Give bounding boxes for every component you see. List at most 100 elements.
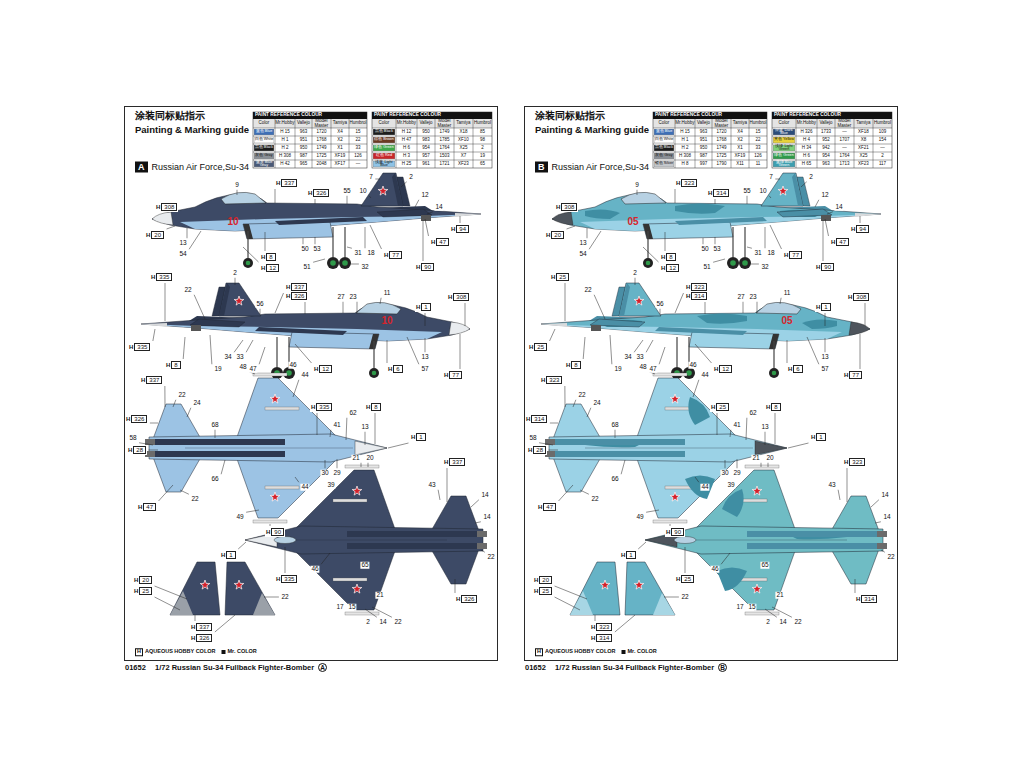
paint-number: 323 — [691, 283, 707, 292]
leader-line — [646, 510, 659, 512]
section-header: ARussian Air Force,Su-34 — [135, 162, 249, 173]
guide-sheet: 涂装同标贴指示Painting & Marking guidePAINT REF… — [525, 107, 897, 660]
paint-number: 1 — [626, 551, 635, 560]
color-name: 蓝绿 Blue Green — [773, 161, 796, 168]
table-title: PAINT REFERENCE COLOUR — [655, 112, 767, 119]
paint-number: 314 — [861, 595, 877, 604]
paint-brand: H — [534, 588, 538, 594]
leader-line — [550, 329, 555, 341]
column-header: Mr.Hobby — [275, 119, 295, 128]
callout-number: 12 — [820, 192, 829, 199]
paint-code: 154 — [873, 136, 892, 144]
leader-line — [725, 460, 726, 468]
paint-number: 90 — [821, 263, 834, 272]
paint-callout: H337 — [190, 623, 213, 632]
callout-number: 57 — [820, 366, 829, 373]
canopy — [674, 537, 696, 544]
leader-line — [621, 460, 625, 474]
legend-key: H — [535, 648, 543, 656]
callout-number: 22 — [183, 287, 192, 294]
paint-code: H 25 — [396, 160, 417, 168]
color-name: 蓝色 Blue — [256, 130, 273, 133]
callout-number: 14 — [778, 619, 787, 626]
paint-brand: H — [851, 226, 855, 232]
leader-line — [150, 423, 158, 424]
table-rule — [275, 119, 276, 168]
paint-code: 11 — [749, 160, 767, 168]
paint-code: H 2 — [675, 144, 695, 152]
leader-line — [871, 500, 879, 507]
paint-callout: H20 — [145, 231, 165, 240]
fin-views — [170, 562, 275, 615]
paint-code: 942 — [817, 144, 835, 152]
callout-number: 49 — [235, 514, 244, 521]
leader-line — [860, 216, 861, 223]
table-frame — [253, 112, 367, 168]
callout-number: 30 — [320, 470, 329, 477]
scheme-b-colours — [541, 173, 887, 615]
left-side-view — [152, 173, 481, 269]
paint-callout: H323 — [685, 283, 708, 292]
sheet-title: 涂装同标贴指示 — [535, 111, 605, 121]
leader-line — [343, 302, 344, 313]
paint-code: H 308 — [675, 152, 695, 160]
paint-brand: H — [308, 190, 312, 196]
callout-number: 22 — [590, 496, 599, 503]
column-header: Mr.Hobby — [796, 119, 817, 128]
paint-callout: H90 — [665, 528, 685, 537]
leader-line — [221, 460, 225, 474]
leader-line — [380, 298, 381, 304]
callout-number: 68 — [610, 422, 619, 429]
paint-code: XF19 — [331, 152, 349, 160]
leader-line — [187, 408, 191, 417]
table-header-band — [772, 119, 892, 128]
callout-number: 9 — [634, 182, 640, 189]
aircraft-number: 05 — [627, 217, 638, 227]
table-title-bar — [653, 112, 767, 119]
paint-code: 1768 — [312, 136, 331, 144]
table-rule — [817, 119, 818, 168]
paint-brand: H — [286, 293, 290, 299]
leader-line — [365, 609, 377, 617]
paint-callout: H308 — [447, 293, 470, 302]
paint-code: H 308 — [275, 152, 295, 160]
table-title: PAINT REFERENCE COLOUR — [774, 112, 892, 119]
paint-number: 20 — [551, 231, 564, 240]
paint-number: 25 — [539, 587, 552, 596]
paint-code: 1749 — [712, 144, 731, 152]
paint-brand: H — [141, 377, 145, 383]
table-rule — [873, 119, 874, 168]
leader-line — [295, 344, 312, 363]
color-swatch: 黑色 Black — [373, 129, 396, 136]
callout-number: 54 — [578, 251, 587, 258]
paint-number: 314 — [531, 415, 547, 424]
leader-line — [447, 468, 448, 502]
paint-callout: H1 — [815, 303, 832, 312]
paint-number: 77 — [789, 251, 802, 260]
paint-callout: H90 — [815, 263, 835, 272]
callout-number: 47 — [648, 366, 657, 373]
paint-code: 1713 — [835, 160, 854, 168]
callout-number: 22 — [190, 496, 199, 503]
leader-line — [765, 227, 766, 248]
callout-number: 41 — [732, 422, 741, 429]
paint-brand: H — [448, 294, 452, 300]
paint-callout: H8 — [260, 253, 277, 262]
paint-code: XF21 — [854, 144, 873, 152]
paint-code: 1725 — [712, 152, 731, 160]
paint-code: 1764 — [435, 144, 454, 152]
leader-line — [635, 278, 636, 285]
column-header: Model Master — [312, 119, 331, 128]
paint-callout: H314 — [590, 634, 613, 643]
color-swatch: 红色 Red — [373, 153, 396, 160]
paint-brand: H — [856, 596, 860, 602]
leader-line — [388, 443, 409, 448]
sheet-title: 涂装同标贴指示 — [135, 111, 205, 121]
leader-line — [825, 313, 826, 326]
paint-brand: H — [416, 304, 420, 310]
column-header: Mr.Hobby — [675, 119, 695, 128]
paint-brand: H — [556, 204, 560, 210]
paint-number: 6 — [793, 365, 802, 374]
leader-line — [583, 337, 585, 359]
paint-code: 22 — [349, 136, 367, 144]
